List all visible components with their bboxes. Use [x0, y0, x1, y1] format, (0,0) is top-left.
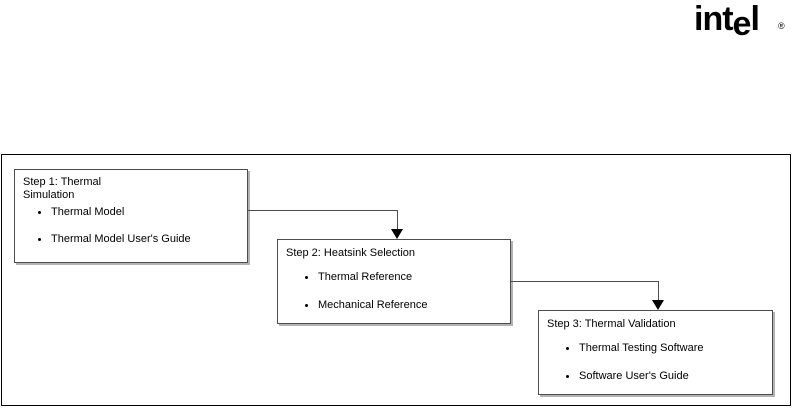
step-1-title: Step 1: Thermal Simulation: [23, 176, 102, 201]
bullet-dot-icon: [566, 347, 569, 350]
figure-frame: [1, 154, 791, 406]
bullet-dot-icon: [38, 211, 41, 214]
step-2-title: Step 2: Heatsink Selection: [286, 247, 416, 259]
list-item: Thermal Reference: [305, 271, 427, 284]
bullet-dot-icon: [305, 276, 308, 279]
step-2-item-list: Thermal Reference Mechanical Reference: [305, 271, 427, 327]
step-1-item-list: Thermal Model Thermal Model User's Guide: [38, 206, 191, 260]
step-1-item-0-label: Thermal Model: [51, 206, 125, 218]
step-2-item-0-label: Thermal Reference: [318, 271, 413, 283]
intel-wordmark-dropped-e: e: [732, 5, 752, 43]
flowchart-node-step-3[interactable]: Step 3: Thermal Validation Thermal Testi…: [538, 310, 773, 395]
flowchart-node-step-2[interactable]: Step 2: Heatsink Selection Thermal Refer…: [277, 239, 511, 324]
intel-wordmark-l: l: [750, 0, 760, 38]
step-3-item-list: Thermal Testing Software Software User's…: [566, 342, 704, 398]
step-1-item-1-label: Thermal Model User's Guide: [51, 233, 191, 245]
step-2-item-1-label: Mechanical Reference: [318, 299, 428, 311]
step-3-title: Step 3: Thermal Validation: [547, 318, 676, 330]
step-3-item-1-label: Software User's Guide: [579, 370, 689, 382]
intel-wordmark: intel: [694, 0, 760, 41]
list-item: Thermal Model: [38, 206, 191, 219]
intel-wordmark-int: int: [694, 0, 734, 38]
bullet-dot-icon: [305, 304, 308, 307]
step-3-item-0-label: Thermal Testing Software: [579, 342, 704, 354]
bullet-dot-icon: [38, 238, 41, 241]
list-item: Thermal Model User's Guide: [38, 233, 191, 246]
bullet-dot-icon: [566, 375, 569, 378]
registered-trademark-icon: ®: [778, 21, 785, 31]
list-item: Mechanical Reference: [305, 299, 427, 312]
flowchart-node-step-1[interactable]: Step 1: Thermal Simulation Thermal Model…: [14, 169, 248, 263]
list-item: Thermal Testing Software: [566, 342, 704, 355]
intel-logo: intel ®: [694, 2, 790, 42]
list-item: Software User's Guide: [566, 370, 704, 383]
